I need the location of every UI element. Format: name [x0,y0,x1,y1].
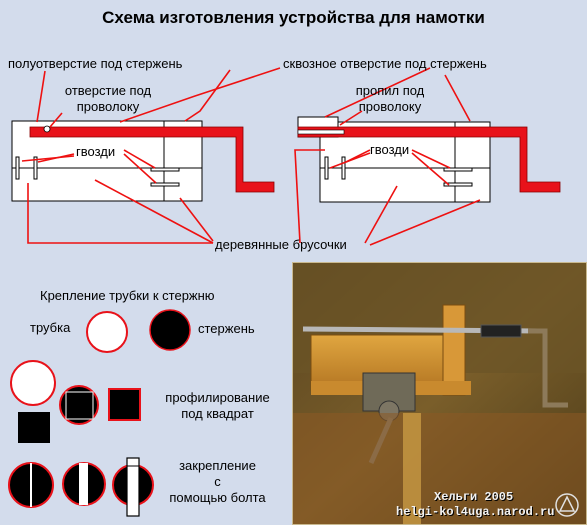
square-rod-small [18,412,50,443]
left-nail-2 [33,156,38,180]
label-tube: трубка [30,320,71,335]
leader-top-left [184,69,231,122]
label-square-1: профилирование [165,390,270,405]
logo-icon [555,493,579,517]
label-half-hole: полуотверстие под стержень [8,56,183,71]
photo-table-edge [293,413,586,524]
square-outer-circle [10,360,56,406]
bolt-gap-2 [79,463,88,505]
square-inner-1 [65,391,94,420]
left-red-rod [29,126,275,193]
leader-nails-r4 [411,152,450,186]
label-nails-left: гвозди [76,144,116,159]
leader-through-hole-b [324,67,431,118]
photo-illustration [293,263,586,524]
right-saw-cut [297,129,345,135]
left-wire-hole [43,125,51,133]
tube-circle [86,311,128,353]
leader-bars-3 [179,197,214,242]
leader-nails-l3 [123,149,156,169]
label-through-hole: сквозное отверстие под стержень [283,56,487,71]
leader-bars-6 [369,199,481,246]
leader-nails-l2 [21,155,75,162]
label-wire-hole-2: проволоку [76,99,140,114]
leader-bars-1 [27,183,213,244]
label-bolt-2: с [214,474,221,489]
left-nail-1 [15,156,20,180]
photo-table-leg [403,413,421,524]
right-nail-1 [324,156,329,180]
left-nails [15,156,180,187]
credit-author: Хельги 2005 [434,490,514,504]
rod-circle [149,309,191,351]
right-nail-4 [443,182,473,187]
right-nail-3 [443,167,473,172]
leader-nails-r3 [411,149,451,169]
leader-through-hole-a [119,67,281,123]
label-square-2: под квадрат [181,406,254,421]
photo-coupling [480,324,522,338]
leader-bars-4 [294,149,325,244]
label-nails-right: гвозди [370,142,410,157]
mount-shapes [8,309,191,517]
leader-nails-r2 [329,152,371,169]
label-bolt-3: помощью болта [169,490,266,505]
leader-wire-hole [49,112,63,128]
bolt-shaft [126,457,140,517]
label-bolt-1: закрепление [179,458,256,473]
leader-bars-5 [364,185,398,244]
photo-crank [528,328,568,408]
device-photo [292,262,587,525]
left-nail-3 [150,167,180,172]
label-wooden-bars: деревянные брусочки [215,237,347,252]
leader-nails-l4 [123,153,157,184]
leader-bars-2 [94,179,214,244]
mount-heading: Крепление трубки к стержню [40,288,215,303]
right-nails [324,156,473,187]
square-rod-framed [108,388,141,421]
left-nail-4 [150,182,180,187]
label-saw-cut-2: проволоку [358,99,422,114]
diagram-title: Схема изготовления устройства для намотк… [102,8,485,27]
label-rod: стержень [198,321,255,336]
leader-half-hole [36,70,46,123]
leader-saw-cut [339,110,363,126]
label-wire-hole-1: отверстие под [64,83,152,98]
right-nail-2 [341,156,346,180]
label-saw-cut-1: пропил под [355,83,425,98]
leader-lines [21,67,481,246]
credit-site: helgi-kol4uga.narod.ru [396,505,555,519]
leader-right-top [444,74,471,122]
